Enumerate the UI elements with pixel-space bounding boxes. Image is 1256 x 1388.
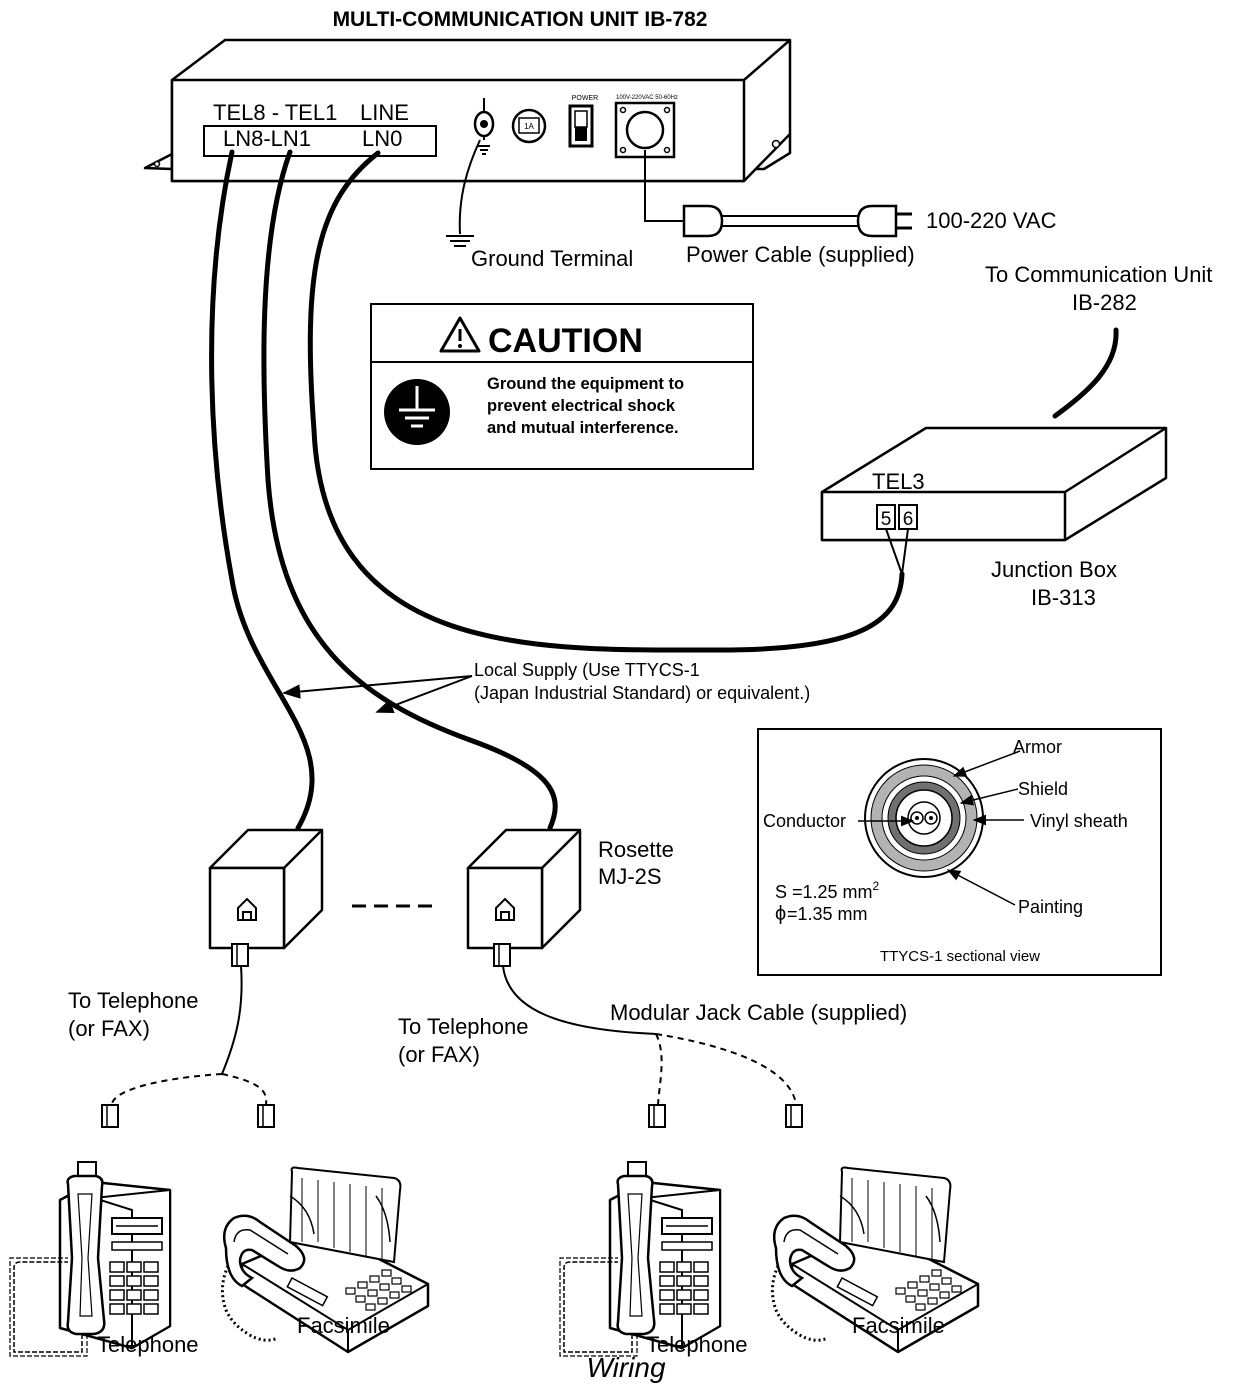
modular-plug-left-tel: [101, 1104, 119, 1128]
cable-ln8: [209, 149, 315, 831]
to-telephone-right-line2: (or FAX): [398, 1042, 480, 1067]
power-connector-icon: [614, 101, 676, 159]
ln0-label: LN0: [362, 126, 402, 151]
cable-ln0: [307, 150, 905, 653]
power-label: POWER: [572, 95, 598, 102]
to-telephone-left-line1: To Telephone: [68, 988, 199, 1013]
section-area-label: S =1.25 mm2: [775, 879, 880, 902]
caution-line-1: Ground the equipment to: [487, 375, 684, 393]
local-supply-arrow-2: [375, 675, 473, 713]
section-phi-symbol: ϕ: [775, 903, 786, 925]
ground-screw-icon: [473, 98, 495, 155]
ground-terminal-label: Ground Terminal: [471, 246, 633, 271]
junction-box-name-line2: IB-313: [1031, 585, 1096, 610]
ground-symbol-icon: [384, 379, 450, 445]
junction-box-name-line1: Junction Box: [991, 557, 1117, 582]
telephone-right-icon: [558, 1160, 722, 1358]
section-caption: TTYCS-1 sectional view: [880, 948, 1040, 965]
tel-range-label: TEL8 - TEL1: [213, 100, 337, 125]
power-cable-label: Power Cable (supplied): [686, 242, 915, 267]
modular-plug-right-fax: [785, 1104, 803, 1128]
fuse-icon: [511, 108, 547, 144]
modular-plug-right: [493, 943, 511, 967]
ln-range-label: LN8-LN1: [223, 126, 311, 151]
rosette-right: [466, 828, 582, 950]
local-supply-line1: Local Supply (Use TTYCS-1: [474, 660, 700, 680]
section-armor-label: Armor: [1013, 737, 1062, 757]
junction-tel-label: TEL3: [872, 469, 925, 494]
modular-plug-left: [231, 943, 249, 967]
rosette-left: [208, 828, 324, 950]
modular-cable-left-branch-fax: [221, 1073, 268, 1105]
comm-unit-label-line2: IB-282: [1072, 290, 1137, 315]
junction-terminal-6: 6: [903, 509, 914, 530]
modular-cable-right-branch-tel: [655, 1033, 663, 1105]
modular-jack-cable-label: Modular Jack Cable (supplied): [610, 1000, 907, 1025]
section-painting-label: Painting: [1018, 897, 1083, 917]
voltage-label: 100V-220VAC 50-60Hz: [616, 95, 678, 101]
ground-wire: [446, 139, 481, 247]
ttycs-section-view: [757, 728, 1162, 976]
figure-caption: Wiring: [586, 1352, 666, 1383]
comm-unit-cable: [1052, 327, 1119, 419]
junction-terminal-5: 5: [881, 509, 892, 530]
section-shield-label: Shield: [1018, 779, 1068, 799]
modular-cable-right-branch-fax: [655, 1033, 797, 1105]
junction-box: [820, 426, 1168, 575]
cable-ln1: [261, 149, 558, 831]
power-switch-icon: [568, 104, 594, 148]
local-supply-line2: (Japan Industrial Standard) or equivalen…: [474, 683, 810, 703]
caution-line-3: and mutual interference.: [487, 419, 679, 437]
modular-cable-left: [221, 965, 243, 1075]
section-conductor-label: Conductor: [763, 811, 846, 831]
comm-unit-label-line1: To Communication Unit: [985, 262, 1212, 287]
facsimile-right-label: Facsimile: [852, 1313, 945, 1338]
modular-plug-right-tel: [648, 1104, 666, 1128]
power-voltage-label: 100-220 VAC: [926, 208, 1057, 233]
section-vinyl-label: Vinyl sheath: [1030, 811, 1128, 831]
telephone-left-label: Telephone: [97, 1332, 199, 1357]
rosette-name-line1: Rosette: [598, 837, 674, 862]
to-telephone-right-line1: To Telephone: [398, 1014, 529, 1039]
line-label: LINE: [360, 100, 409, 125]
modular-plug-left-fax: [257, 1104, 275, 1128]
fuse-label: 1A: [524, 122, 534, 131]
telephone-right-label: Telephone: [646, 1332, 748, 1357]
local-supply-arrow-1: [282, 675, 473, 699]
caution-heading: CAUTION: [488, 322, 643, 360]
telephone-left-icon: [8, 1160, 172, 1358]
caution-line-2: prevent electrical shock: [487, 397, 676, 415]
power-cable: [644, 150, 912, 238]
to-telephone-left-line2: (or FAX): [68, 1016, 150, 1041]
caution-box: [370, 303, 754, 470]
facsimile-left-label: Facsimile: [297, 1313, 390, 1338]
modular-cable-right: [502, 965, 657, 1035]
diagram-title: MULTI-COMMUNICATION UNIT IB-782: [333, 8, 708, 31]
section-phi-value: =1.35 mm: [787, 904, 868, 924]
rosette-name-line2: MJ-2S: [598, 864, 662, 889]
modular-cable-left-branch-tel: [111, 1073, 223, 1105]
warning-triangle-icon: [439, 316, 481, 353]
